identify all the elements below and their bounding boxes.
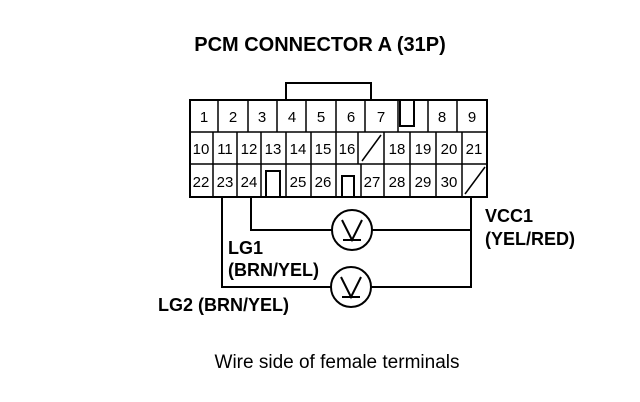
terminal-11: 11 (217, 141, 233, 158)
terminal-23: 23 (217, 174, 234, 191)
connector-body (189, 99, 488, 198)
terminal-1: 1 (200, 109, 208, 126)
terminal-22: 22 (193, 174, 210, 191)
voltmeter-2 (330, 266, 372, 308)
diagram-caption: Wire side of female terminals (215, 352, 460, 373)
terminal-19: 19 (415, 141, 432, 158)
voltmeter-1 (331, 209, 373, 251)
terminal-14: 14 (290, 141, 307, 158)
terminal-16: 16 (339, 141, 356, 158)
lg2-probe-wire (221, 197, 332, 288)
row2-terminals: 10 11 12 13 14 15 16 18 19 20 21 (193, 141, 483, 158)
lg1-probe-wire (250, 197, 332, 231)
terminal-8: 8 (438, 109, 446, 126)
row1-terminals: 1 2 3 4 5 6 7 8 9 (200, 109, 476, 126)
vcc1-label: VCC1 (485, 206, 533, 226)
terminal-9: 9 (468, 109, 476, 126)
terminal-21: 21 (466, 141, 483, 158)
terminal-26: 26 (315, 174, 332, 191)
terminal-30: 30 (441, 174, 458, 191)
connector-grid (190, 100, 487, 197)
terminal-5: 5 (317, 109, 325, 126)
lg1-color-label: (BRN/YEL) (228, 260, 319, 280)
terminal-2: 2 (229, 109, 237, 126)
terminal-7: 7 (377, 109, 385, 126)
terminal-27: 27 (364, 174, 381, 191)
lg1-label: LG1 (228, 238, 263, 258)
terminal-6: 6 (347, 109, 355, 126)
terminal-15: 15 (315, 141, 332, 158)
terminal-18: 18 (389, 141, 406, 158)
terminal-29: 29 (415, 174, 432, 191)
terminal-20: 20 (441, 141, 458, 158)
lg2-label: LG2 (BRN/YEL) (158, 295, 289, 315)
blank-cavity-row3 (464, 166, 486, 195)
terminal-10: 10 (193, 141, 210, 158)
terminal-28: 28 (389, 174, 406, 191)
vcc1-color-label: (YEL/RED) (485, 229, 575, 249)
connector-latch (285, 82, 372, 100)
blank-cavity-row2 (361, 134, 382, 162)
vcc1-probe-wire (370, 197, 472, 288)
connector-keys (265, 100, 415, 197)
terminal-4: 4 (288, 109, 296, 126)
terminal-3: 3 (258, 109, 266, 126)
terminal-13: 13 (265, 141, 282, 158)
terminal-25: 25 (290, 174, 307, 191)
terminal-24: 24 (241, 174, 258, 191)
diagram-title: PCM CONNECTOR A (31P) (194, 34, 446, 56)
row3-terminals: 22 23 24 25 26 27 28 29 30 (193, 174, 458, 191)
terminal-12: 12 (241, 141, 258, 158)
